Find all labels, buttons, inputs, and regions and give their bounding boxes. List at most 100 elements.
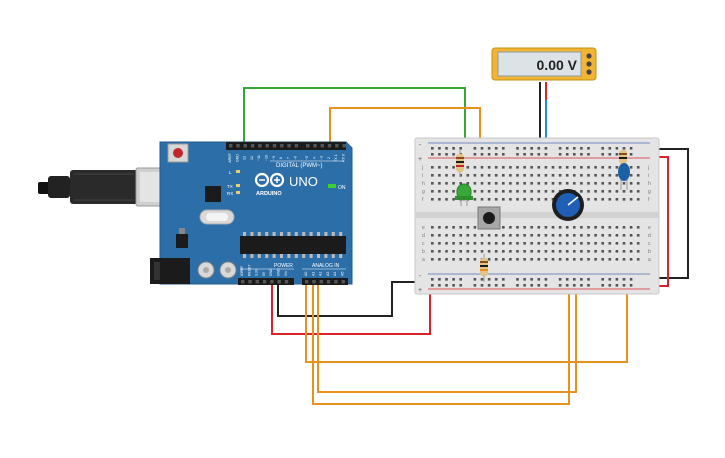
- breadboard-hole[interactable]: [431, 258, 434, 261]
- digital-pin-11[interactable]: [313, 144, 317, 148]
- digital-pin-0[interactable]: [229, 144, 233, 148]
- breadboard-hole[interactable]: [601, 258, 604, 261]
- rail-hole[interactable]: [445, 147, 448, 150]
- breadboard-hole[interactable]: [452, 174, 455, 177]
- breadboard-hole[interactable]: [587, 174, 590, 177]
- breadboard-hole[interactable]: [445, 198, 448, 201]
- rail-hole[interactable]: [523, 278, 526, 281]
- rail-hole[interactable]: [573, 284, 576, 287]
- analog-pin-3[interactable]: [326, 280, 331, 284]
- breadboard-hole[interactable]: [551, 190, 555, 193]
- breadboard-hole[interactable]: [580, 174, 583, 177]
- breadboard-hole[interactable]: [509, 242, 512, 245]
- rail-hole[interactable]: [580, 153, 583, 156]
- rail-hole[interactable]: [516, 278, 519, 281]
- breadboard-hole[interactable]: [565, 234, 569, 237]
- rail-hole[interactable]: [587, 147, 590, 150]
- breadboard-hole[interactable]: [431, 190, 434, 193]
- breadboard-hole[interactable]: [537, 258, 541, 261]
- breadboard-hole[interactable]: [608, 250, 612, 253]
- rail-hole[interactable]: [601, 284, 604, 287]
- breadboard-hole[interactable]: [509, 174, 512, 177]
- breadboard-hole[interactable]: [601, 226, 604, 229]
- breadboard-hole[interactable]: [473, 182, 477, 185]
- breadboard-hole[interactable]: [502, 182, 505, 185]
- rail-hole[interactable]: [565, 284, 569, 287]
- breadboard-hole[interactable]: [565, 182, 569, 185]
- breadboard-hole[interactable]: [438, 166, 441, 169]
- breadboard-hole[interactable]: [629, 258, 633, 261]
- wire-orange-pin2[interactable]: [329, 107, 481, 150]
- digital-header[interactable]: [226, 142, 346, 150]
- breadboard-hole[interactable]: [452, 190, 455, 193]
- breadboard-hole[interactable]: [516, 198, 519, 201]
- breadboard-hole[interactable]: [509, 166, 512, 169]
- rail-hole[interactable]: [480, 147, 484, 150]
- breadboard-hole[interactable]: [573, 258, 576, 261]
- breadboard-hole[interactable]: [622, 190, 626, 193]
- breadboard-hole[interactable]: [523, 226, 526, 229]
- breadboard-hole[interactable]: [452, 182, 455, 185]
- rail-hole[interactable]: [544, 278, 548, 281]
- breadboard-hole[interactable]: [438, 242, 441, 245]
- breadboard-hole[interactable]: [594, 234, 597, 237]
- breadboard-hole[interactable]: [565, 242, 569, 245]
- rail-hole[interactable]: [487, 147, 491, 150]
- breadboard-hole[interactable]: [438, 198, 441, 201]
- digital-pin-3[interactable]: [250, 144, 255, 148]
- breadboard-hole[interactable]: [573, 234, 576, 237]
- breadboard-hole[interactable]: [516, 190, 519, 193]
- breadboard-hole[interactable]: [502, 174, 505, 177]
- rail-hole[interactable]: [580, 278, 583, 281]
- breadboard-hole[interactable]: [551, 250, 555, 253]
- breadboard-hole[interactable]: [587, 258, 590, 261]
- breadboard-hole[interactable]: [487, 174, 491, 177]
- rail-hole[interactable]: [573, 153, 576, 156]
- breadboard-hole[interactable]: [580, 190, 583, 193]
- resistor-2[interactable]: [480, 254, 488, 282]
- breadboard-hole[interactable]: [494, 250, 498, 253]
- rail-hole[interactable]: [629, 153, 633, 156]
- breadboard-hole[interactable]: [438, 226, 441, 229]
- breadboard-hole[interactable]: [544, 166, 548, 169]
- multimeter[interactable]: 0.00 V: [491, 47, 597, 81]
- rail-hole[interactable]: [431, 284, 434, 287]
- rail-hole[interactable]: [431, 147, 434, 150]
- breadboard-hole[interactable]: [622, 198, 626, 201]
- breadboard-hole[interactable]: [494, 198, 498, 201]
- breadboard-hole[interactable]: [445, 174, 448, 177]
- breadboard-hole[interactable]: [601, 174, 604, 177]
- breadboard-hole[interactable]: [523, 166, 526, 169]
- breadboard-hole[interactable]: [615, 166, 619, 169]
- rail-hole[interactable]: [438, 153, 441, 156]
- breadboard-hole[interactable]: [537, 234, 541, 237]
- breadboard-hole[interactable]: [523, 258, 526, 261]
- breadboard-hole[interactable]: [580, 258, 583, 261]
- breadboard-hole[interactable]: [445, 190, 448, 193]
- breadboard-hole[interactable]: [502, 242, 505, 245]
- rail-hole[interactable]: [537, 147, 541, 150]
- analog-pin-0[interactable]: [305, 280, 309, 284]
- breadboard-hole[interactable]: [523, 234, 526, 237]
- breadboard-hole[interactable]: [516, 174, 519, 177]
- breadboard-hole[interactable]: [516, 166, 519, 169]
- breadboard-hole[interactable]: [431, 234, 434, 237]
- breadboard-hole[interactable]: [629, 250, 633, 253]
- breadboard-hole[interactable]: [523, 250, 526, 253]
- breadboard-hole[interactable]: [452, 198, 455, 201]
- breadboard-hole[interactable]: [431, 198, 434, 201]
- breadboard-hole[interactable]: [473, 198, 477, 201]
- power-pin-0[interactable]: [241, 280, 245, 284]
- breadboard-hole[interactable]: [537, 226, 541, 229]
- rail-hole[interactable]: [615, 153, 619, 156]
- breadboard-hole[interactable]: [565, 258, 569, 261]
- analog-pin-2[interactable]: [319, 280, 323, 284]
- breadboard-hole[interactable]: [530, 174, 533, 177]
- rail-hole[interactable]: [608, 284, 612, 287]
- breadboard-hole[interactable]: [480, 166, 484, 169]
- rail-hole[interactable]: [537, 278, 541, 281]
- breadboard-hole[interactable]: [445, 166, 448, 169]
- digital-pin-6[interactable]: [272, 144, 277, 148]
- breadboard-hole[interactable]: [601, 250, 604, 253]
- rail-hole[interactable]: [502, 278, 505, 281]
